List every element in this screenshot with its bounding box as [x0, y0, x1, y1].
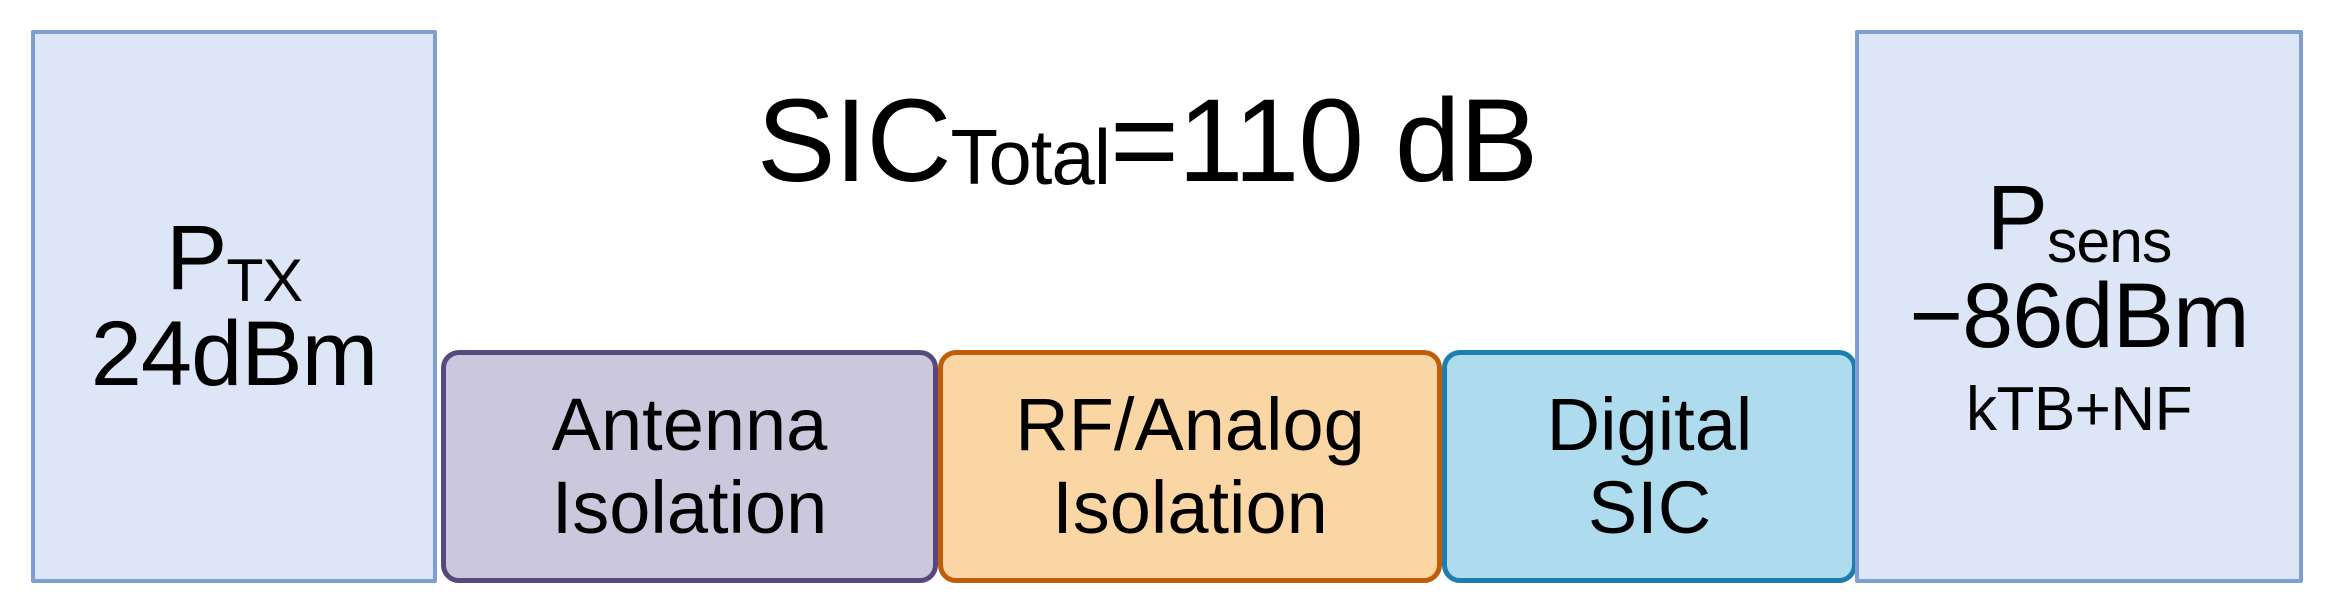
- rx-sensitivity-block: Psens −86dBm kTB+NF: [1855, 30, 2303, 583]
- tx-power-value: 24dBm: [90, 302, 378, 405]
- stage-antenna-isolation-line2: Isolation: [551, 465, 828, 549]
- stage-antenna-isolation-line1: Antenna: [551, 382, 828, 466]
- rx-symbol-base: P: [1986, 167, 2048, 270]
- stage-rf-analog-isolation-line1: RF/Analog: [1015, 382, 1365, 466]
- sic-subscript-label: Total: [950, 114, 1111, 202]
- tx-symbol-subscript: TX: [226, 246, 303, 315]
- tx-power-block: PTX 24dBm: [31, 30, 437, 583]
- sic-base-label: SIC: [756, 75, 952, 207]
- stage-digital-sic-line2: SIC: [1587, 465, 1712, 549]
- sic-value-label: =110 dB: [1110, 75, 1538, 207]
- rx-sensitivity-value: −86dBm: [1909, 264, 2249, 367]
- stage-rf-analog-isolation: RF/Analog Isolation: [938, 350, 1442, 583]
- tx-power-symbol: PTX: [166, 211, 303, 312]
- stage-digital-sic-line1: Digital: [1546, 382, 1753, 466]
- rx-symbol-subscript: sens: [2047, 206, 2172, 275]
- tx-symbol-base: P: [166, 206, 227, 309]
- stage-digital-sic: Digital SIC: [1442, 350, 1857, 583]
- rx-noise-note: kTB+NF: [1965, 374, 2193, 444]
- stage-antenna-isolation: Antenna Isolation: [441, 350, 938, 583]
- rx-sensitivity-symbol: Psens: [1987, 171, 2173, 272]
- stage-rf-analog-isolation-line2: Isolation: [1052, 465, 1328, 549]
